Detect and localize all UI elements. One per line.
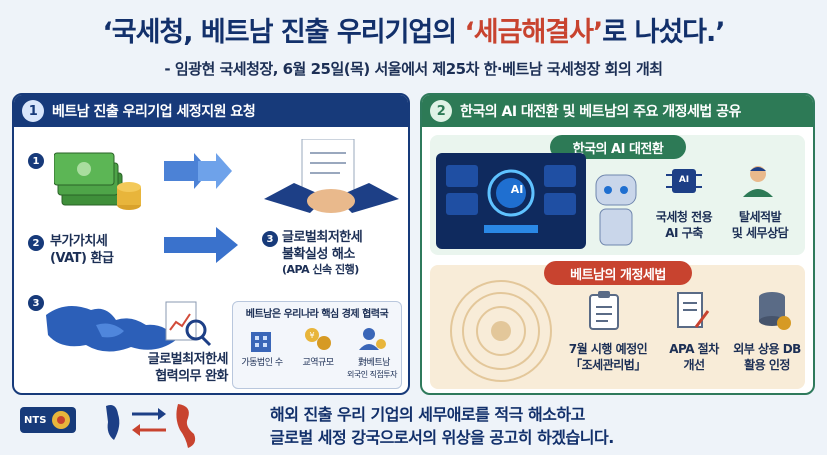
item4-label-line2: 협력의무 완화 — [155, 369, 228, 384]
database-gear-icon — [759, 292, 791, 330]
ai-item1-label: 국세청 전용 AI 구축 — [648, 209, 720, 241]
left-panel-number: 1 — [22, 100, 44, 122]
law-item1-line2: 「조세관리법」 — [570, 358, 646, 372]
ai-item2-line1: 탈세적발 — [738, 210, 782, 224]
economic-partner-title: 베트남은 우리나라 핵심 경제 협력국 — [245, 309, 389, 320]
emblem-icon — [52, 411, 71, 429]
closing-message: 해외 진출 우리 기업의 세무애로를 적극 해소하고 글로벌 세정 강국으로서의… — [270, 403, 790, 449]
law-item1-line1: 7월 시행 예정인 — [568, 342, 648, 356]
item3-label: 글로벌최저한세 불확실성 해소 (APA 신속 진행) — [282, 229, 363, 277]
clipboard-icon — [589, 291, 619, 330]
law-section-title: 베트남의 개정세법 — [544, 261, 692, 285]
right-panel-number: 2 — [430, 100, 452, 122]
right-panel-title: 한국의 AI 대전환 및 베트남의 주요 개정세법 공유 — [460, 104, 741, 120]
money-stack-icon — [54, 152, 141, 210]
nts-logo-text: NTS — [24, 414, 47, 426]
law-section: 베트남의 개정세법 7월 시행 예정인 「조세관리법」 APA 절차 개선 — [430, 261, 808, 389]
building-icon — [251, 332, 271, 352]
title-highlight: ‘세금해결사’ — [464, 17, 604, 48]
ai-chip-icon — [666, 169, 702, 193]
item1-number: 1 — [28, 153, 44, 169]
ai-item2-label: 탈세적발 및 세무상담 — [722, 209, 798, 241]
closing-line2: 글로벌 세정 강국으로서의 위상을 공고히 하겠습니다. — [270, 428, 614, 447]
robot-icon — [595, 174, 637, 246]
right-panel-header: 2 한국의 AI 대전환 및 베트남의 주요 개정세법 공유 — [422, 95, 813, 127]
box-item3-sub: 외국인 직접투자 — [346, 370, 398, 379]
title-post: 로 나섰다.’ — [602, 17, 725, 48]
law-item3-line1: 외부 상용 DB — [733, 342, 801, 356]
document-pen-icon — [677, 292, 710, 328]
right-panel: 2 한국의 AI 대전환 및 베트남의 주요 개정세법 공유 한국의 AI 대전… — [420, 93, 815, 395]
box-item2-label: 교역규모 — [302, 358, 334, 368]
ai-screen-label: AI — [510, 183, 524, 196]
left-panel-title: 베트남 진출 우리기업 세정지원 요청 — [52, 104, 256, 120]
ai-section: 한국의 AI 대전환 AI AI 국세청 전용 AI — [430, 135, 805, 255]
page-subtitle: - 임광현 국세청장, 6월 25일(목) 서울에서 제25차 한·베트남 국세… — [164, 60, 663, 78]
nts-logo: NTS — [20, 407, 76, 433]
item3-number: 3 — [262, 231, 278, 247]
world-map-icon — [46, 306, 176, 352]
trade-exchange-icon: ¥ — [305, 328, 331, 350]
item2-label: 부가가치세 (VAT) 환급 — [50, 233, 114, 267]
arrow-right-icon-2 — [164, 227, 238, 263]
item2-label-line2: (VAT) 환급 — [50, 251, 114, 266]
ai-section-title: 한국의 AI 대전환 — [550, 135, 686, 159]
investor-icon — [359, 328, 386, 350]
law-item3-line2: 활용 인정 — [744, 358, 790, 372]
page-title: ‘국세청, 베트남 진출 우리기업의 ‘세금해결사’로 나섰다.’ — [0, 10, 827, 49]
svg-text:¥: ¥ — [309, 331, 314, 340]
law-item2-line1: APA 절차 — [669, 342, 719, 356]
law-item2-line2: 개선 — [683, 358, 705, 372]
box-item3-label: 對베트남 — [358, 358, 390, 368]
arrow-right-icon — [164, 153, 232, 189]
ai-item2-line2: 및 세무상담 — [731, 226, 789, 240]
handshake-document-icon — [264, 139, 399, 213]
item2-label-line1: 부가가치세 — [50, 234, 108, 249]
tax-officer-icon — [743, 166, 773, 197]
box-item1-label: 가동법인 수 — [241, 358, 283, 368]
item2-number: 2 — [28, 235, 44, 251]
law-item1-label: 7월 시행 예정인 「조세관리법」 — [558, 341, 658, 373]
title-pre: ‘국세청, 베트남 진출 우리기업의 — [102, 17, 465, 48]
left-panel: 1 베트남 진출 우리기업 세정지원 요청 1 2 부가가치세 (VAT) 환급… — [12, 93, 410, 395]
economic-partner-box: 베트남은 우리나라 핵심 경제 협력국 ¥ 가동법인 수 교역규모 對베트남 외… — [232, 301, 402, 389]
ai-dashboard-icon — [436, 153, 586, 249]
item4-label-line1: 글로벌최저한세 — [147, 352, 229, 367]
left-panel-header: 1 베트남 진출 우리기업 세정지원 요청 — [14, 95, 408, 127]
item4-number: 3 — [28, 295, 44, 311]
ai-chip-label: AI — [678, 175, 690, 185]
item4-label: 글로벌최저한세 협력의무 완화 — [120, 351, 229, 385]
bronze-drum-pattern-icon — [450, 280, 552, 382]
law-item3-label: 외부 상용 DB 활용 인정 — [726, 341, 808, 373]
korea-vietnam-exchange-icon — [106, 404, 196, 448]
item3-label-line3: (APA 신속 진행) — [282, 263, 359, 276]
ai-item1-line1: 국세청 전용 — [655, 210, 713, 224]
item3-label-line1: 글로벌최저한세 — [282, 230, 363, 245]
item3-label-line2: 불확실성 해소 — [282, 247, 355, 262]
ai-item1-line2: AI 구축 — [665, 226, 703, 240]
closing-line1: 해외 진출 우리 기업의 세무애로를 적극 해소하고 — [270, 405, 585, 424]
report-magnifier-icon — [165, 301, 212, 347]
law-item2-label: APA 절차 개선 — [656, 341, 732, 373]
